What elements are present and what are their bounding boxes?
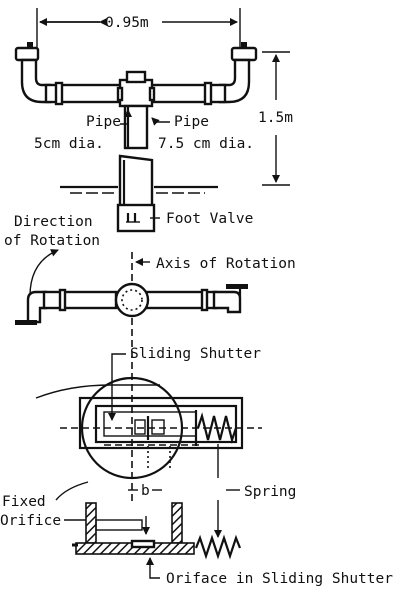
right-pipe-label: Pipe	[174, 114, 209, 130]
plan-right-elbow	[212, 290, 242, 314]
axis-label: Axis of Rotation	[156, 256, 296, 272]
spring-label: Spring	[244, 484, 296, 500]
direction-label-line1: Direction	[14, 214, 93, 230]
right-arm-pipe	[148, 83, 227, 104]
plan-left-elbow	[26, 290, 48, 324]
orifice-shutter-callout: Oriface in Sliding Shutter	[146, 557, 393, 587]
sprinkler-plan-view	[15, 282, 248, 325]
spring-callout: Spring	[214, 444, 296, 538]
section-spring	[194, 534, 242, 560]
foot-valve-label: Foot Valve	[166, 211, 253, 227]
height-dimension-label: 1.5m	[258, 110, 293, 126]
fixed-label-line1: Fixed	[2, 494, 46, 510]
plan-left-arm	[42, 290, 118, 310]
span-dimension-label: 0.95m	[105, 15, 149, 31]
direction-label-line2: of Rotation	[4, 233, 100, 249]
left-pipe-label: Pipe	[86, 114, 121, 130]
right-nozzle-head	[230, 46, 258, 62]
fixed-label-line2: Orifice	[0, 513, 61, 529]
right-pipe-diameter: 7.5 cm dia.	[158, 136, 254, 152]
rotation-labels: Direction of Rotation	[4, 214, 100, 297]
water-surface	[60, 185, 218, 194]
shutter-frame	[94, 404, 238, 444]
section-view	[72, 502, 242, 560]
spring-coil	[196, 412, 238, 444]
dimension-span: 0.95m	[36, 8, 241, 48]
center-tee	[118, 78, 154, 108]
orifice-shutter-label: Oriface in Sliding Shutter	[166, 571, 393, 587]
dimension-height: 1.5m	[258, 51, 293, 186]
left-nozzle-head	[14, 46, 40, 62]
foot-valve-callout: Foot Valve	[150, 211, 253, 227]
left-pipe-diameter: 5cm dia.	[34, 136, 104, 152]
rotation-arrow	[29, 249, 59, 297]
shutter-detail: b	[35, 376, 262, 499]
shutter-housing	[78, 396, 244, 450]
fixed-orifice-callout: Fixed Orifice	[0, 481, 95, 529]
pipe-labels: Pipe 5cm dia. Pipe 7.5 cm dia.	[34, 109, 254, 152]
b-label: b	[141, 483, 150, 499]
sliding-shutter-label: Sliding Shutter	[130, 346, 261, 362]
axis-of-rotation: Axis of Rotation	[131, 252, 296, 505]
sliding-shutter-callout: Sliding Shutter	[108, 346, 261, 421]
plan-hub	[114, 282, 150, 318]
